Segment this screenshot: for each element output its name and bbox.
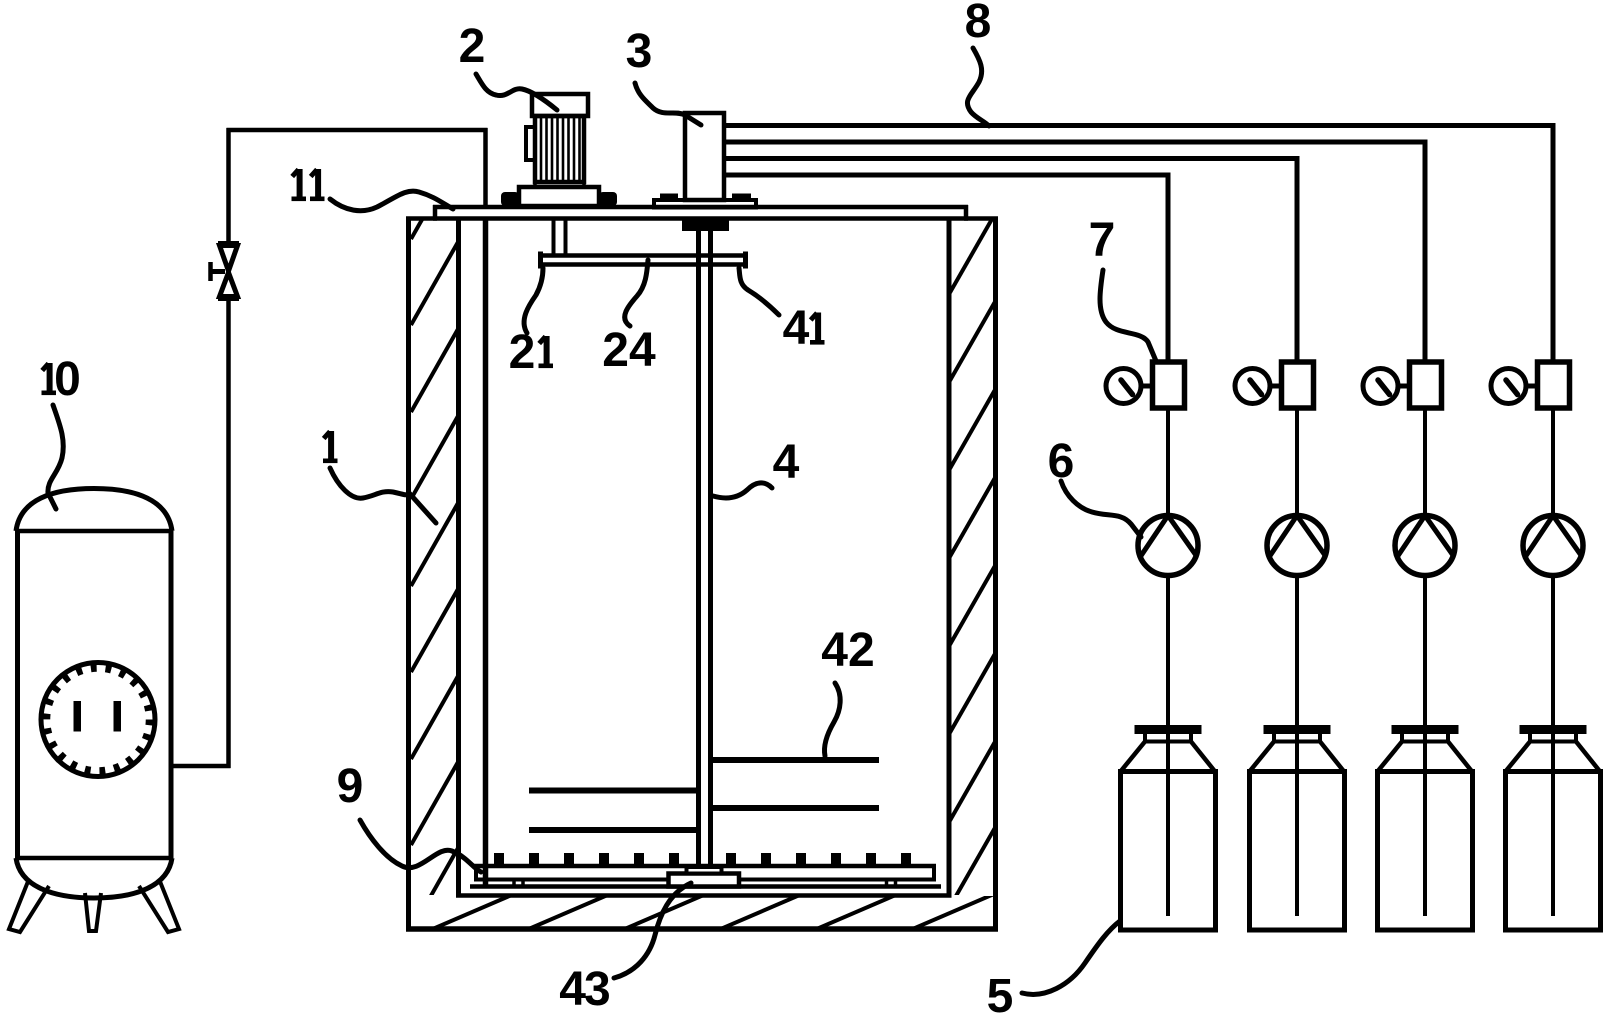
svg-text:2: 2 [509,326,536,379]
svg-text:7: 7 [1089,214,1116,267]
svg-text:4: 4 [773,436,800,489]
svg-text:24: 24 [602,324,656,377]
svg-text:0: 0 [54,353,81,406]
svg-text:8: 8 [965,0,992,48]
svg-text:5: 5 [987,970,1014,1023]
svg-text:9: 9 [337,760,364,813]
svg-text:2: 2 [459,20,486,73]
svg-text:4: 4 [783,302,810,355]
svg-text:43: 43 [559,963,609,1016]
svg-text:3: 3 [626,25,653,78]
svg-text:42: 42 [821,624,874,677]
svg-text:6: 6 [1048,435,1075,488]
